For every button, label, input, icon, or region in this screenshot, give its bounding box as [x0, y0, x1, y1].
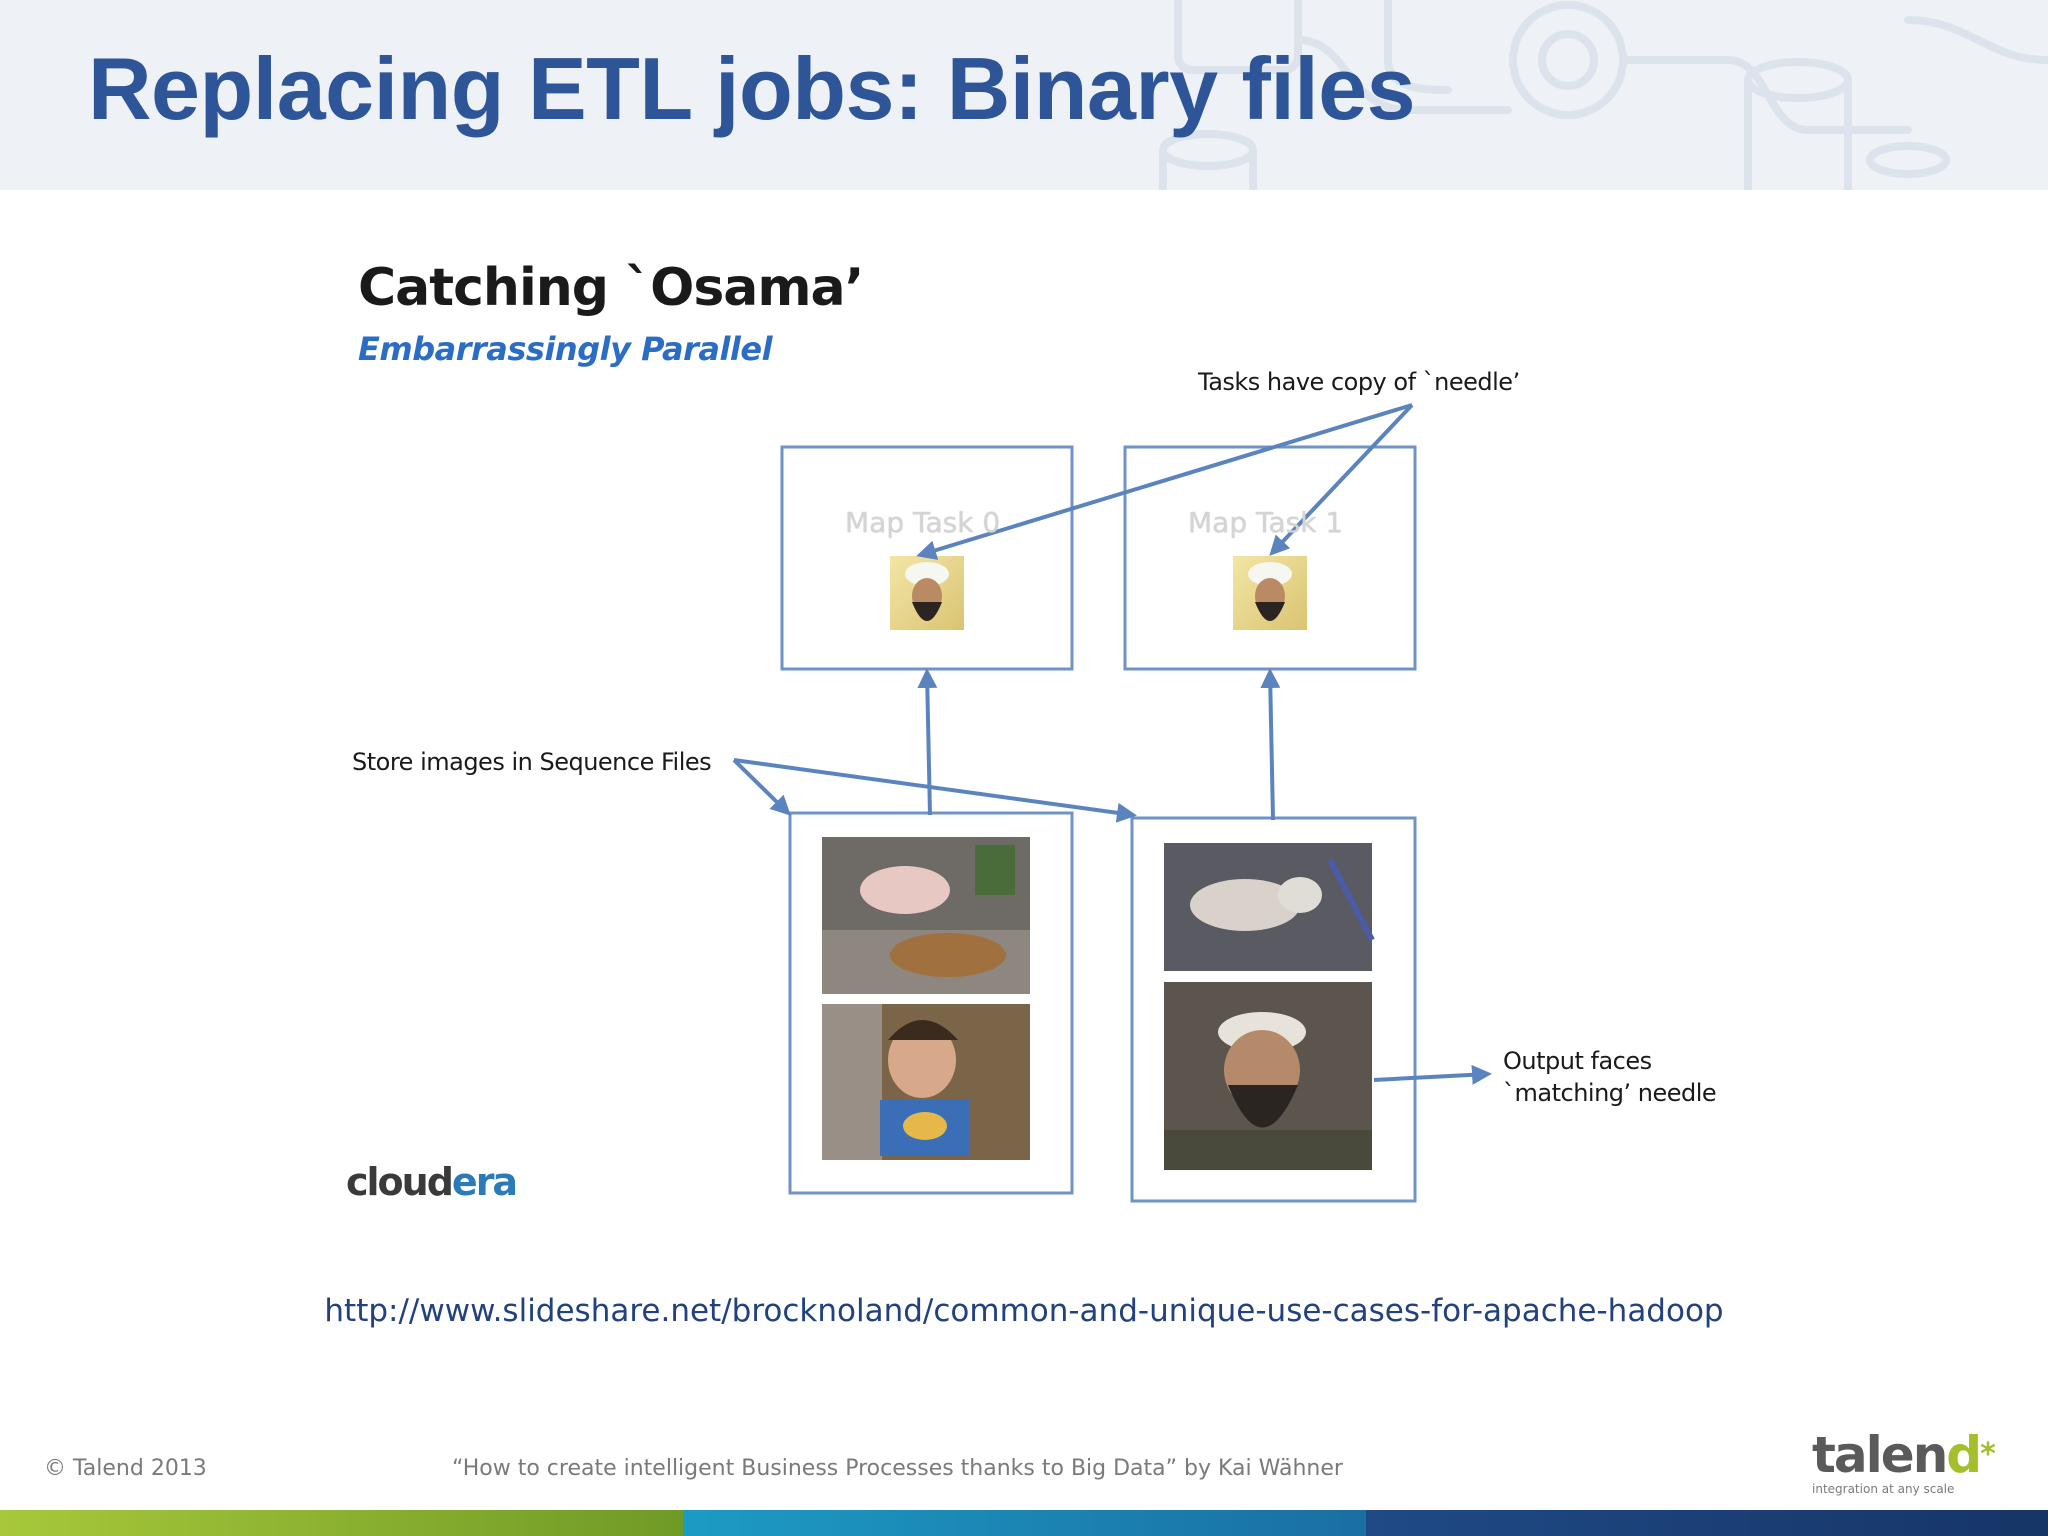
talend-logo-accent: d — [1946, 1426, 1982, 1484]
photo-person-with-book — [822, 1004, 1030, 1160]
photo-dog — [1164, 843, 1375, 971]
footer-bar-teal — [683, 1510, 1366, 1536]
map-task-1-label: Map Task 1 — [1188, 506, 1344, 539]
annotation-needle: Tasks have copy of `needle’ — [1198, 368, 1520, 396]
talend-logo: talend* integration at any scale — [1812, 1430, 1996, 1496]
annotation-output-line-2: `matching’ needle — [1503, 1079, 1717, 1107]
cloudera-logo-part-2: era — [451, 1160, 518, 1204]
footer-bar-navy — [1366, 1510, 2048, 1536]
talend-logo-star: * — [1980, 1437, 1996, 1472]
cloudera-logo-part-1: cloud — [346, 1160, 454, 1204]
photo-baby-and-cat — [822, 837, 1030, 994]
map-task-0-label: Map Task 0 — [845, 506, 1001, 539]
slide-title: Replacing ETL jobs: Binary files — [88, 39, 1416, 138]
cloudera-logo: cloudera — [346, 1160, 518, 1204]
annotation-output-line-1: Output faces — [1503, 1047, 1652, 1075]
slide-header: Replacing ETL jobs: Binary files — [0, 0, 2048, 190]
photo-target-face — [1164, 982, 1372, 1170]
footer-quote: “How to create intelligent Business Proc… — [452, 1456, 1343, 1481]
annotation-output: Output faces `matching’ needle — [1503, 1045, 1717, 1109]
talend-logo-main: talen — [1812, 1426, 1948, 1484]
annotation-store-images: Store images in Sequence Files — [352, 748, 712, 776]
footer-copyright: © Talend 2013 — [44, 1456, 207, 1481]
header-decoration — [1159, 0, 2048, 190]
needle-image-1 — [1233, 556, 1307, 630]
figure-title: Catching `Osama’ — [358, 258, 864, 318]
footer-bar-green — [0, 1510, 683, 1536]
figure-subtitle: Embarrassingly Parallel — [358, 330, 773, 368]
footer-color-bar — [0, 1510, 2048, 1536]
source-link[interactable]: http://www.slideshare.net/brocknoland/co… — [324, 1293, 1724, 1329]
talend-logo-tagline: integration at any scale — [1812, 1482, 1955, 1496]
talend-logo-word: talend* — [1812, 1430, 1996, 1480]
needle-image-0 — [890, 556, 964, 630]
